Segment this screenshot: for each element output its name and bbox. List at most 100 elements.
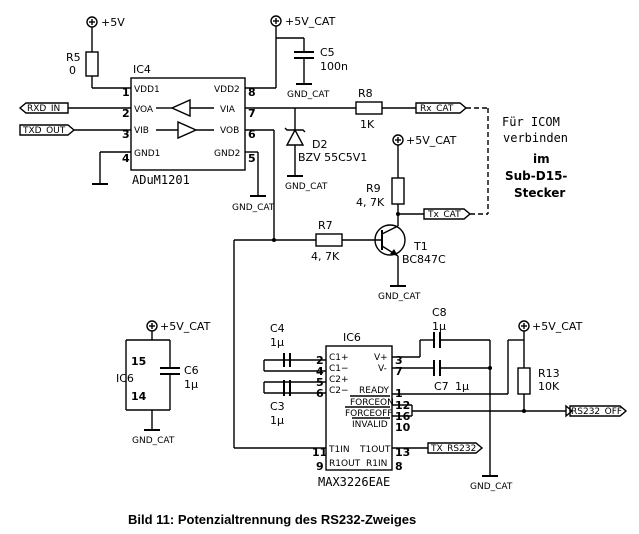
t1-ref: T1 <box>413 240 428 253</box>
ic4-ref: IC4 <box>133 63 151 76</box>
ic6-pin2-name: C1+ <box>329 353 349 363</box>
ic4-pin8-num: 8 <box>248 86 256 99</box>
c3-value: 1µ <box>270 414 284 427</box>
icom-note: Für ICOM verbinden im Sub-D15- Stecker <box>502 115 568 200</box>
t1-transistor-stage: +5V_CAT R9 4, 7K Tx_CAT GND_CAT T1 BC847… <box>274 134 472 302</box>
ic6-pin13-name: T1OUT <box>359 445 391 455</box>
ic4-pin4-name: GND1 <box>134 149 160 159</box>
rs232-off-label: RS232_OFF <box>571 407 622 417</box>
note-line1: Für ICOM <box>502 115 560 129</box>
ic6-pin3-name: V+ <box>374 353 388 363</box>
rs232-off-port <box>569 405 628 417</box>
ic4-pin8-name: VDD2 <box>214 85 240 95</box>
r7-value: 4, 7K <box>311 250 340 263</box>
vcc-cat-c6-label: +5V_CAT <box>160 320 211 333</box>
note-line5: Stecker <box>514 186 565 200</box>
rx-cat-label: Rx_CAT <box>420 104 454 114</box>
d2-ref: D2 <box>312 138 327 151</box>
ic4-pin7-num: 7 <box>248 107 256 120</box>
ic4-right-wiring: +5V_CAT GND_CAT C5 100n R8 1K Rx_CAT GND… <box>232 15 489 242</box>
ic4-pin1-name: VDD1 <box>134 85 160 95</box>
r7-resistor <box>315 233 343 247</box>
c4-ref: C4 <box>270 322 285 335</box>
r5-value: 0 <box>69 64 76 77</box>
ic4-body <box>130 77 246 171</box>
r13-ref: R13 <box>538 367 560 380</box>
ic4-pin7-name: VIA <box>220 105 236 115</box>
ic6-power-pin14: 14 <box>131 390 147 403</box>
ic6-pin10-num: 10 <box>395 421 411 434</box>
ic6-pin1-name: READY <box>359 386 390 396</box>
ic6-pin7-num: 7 <box>395 365 403 378</box>
ic4-isolator: IC4 ADuM1201 VDD1 VOA VIB GND1 VDD2 VIA … <box>122 63 256 187</box>
ic4-part: ADuM1201 <box>132 173 190 187</box>
ic6-pin6-name: C2− <box>329 386 349 396</box>
txd-out-label: TXD_OUT <box>22 126 66 136</box>
ic6-pin10-name: INVALID <box>352 420 388 430</box>
c5-value: 100n <box>320 60 348 73</box>
c8-value: 1µ <box>432 320 446 333</box>
d2-value: BZV 55C5V1 <box>298 151 367 164</box>
r9-ref: R9 <box>366 182 381 195</box>
ic6-transceiver: IC6 MAX3226EAE C1+ C1− C2+ C2− T1IN R1OU… <box>312 331 411 489</box>
r9-resistor <box>391 177 405 205</box>
ic4-pin4-num: 4 <box>122 152 130 165</box>
tx-cat-label: Tx_CAT <box>427 210 461 220</box>
ic6-pin11-name: T1IN <box>328 445 350 455</box>
r13-resistor <box>517 367 531 395</box>
ic4-pin2-name: VOA <box>134 105 154 115</box>
ic4-pin3-name: VIB <box>134 126 149 136</box>
ic4-pin3-num: 3 <box>122 128 130 141</box>
r5-resistor <box>85 51 99 77</box>
ic6-pin7-name: V- <box>378 364 387 374</box>
ic6-pin4-name: C1− <box>329 364 349 374</box>
c7-value: 1µ <box>455 380 469 393</box>
ic6-left-wiring: C4 1µ C3 1µ <box>233 239 326 449</box>
ic6-pin3-num: 3 <box>395 354 403 367</box>
r8-value: 1K <box>360 118 375 131</box>
ic4-pin6-num: 6 <box>248 128 256 141</box>
d2-gnd-label: GND_CAT <box>285 182 328 192</box>
note-line2: verbinden <box>503 131 568 145</box>
ic4-left-wiring: +5V R5 0 RXD_IN TXD_OUT <box>18 16 131 185</box>
ic6-pin8-name: R1IN <box>366 459 387 469</box>
vcc-5v-label: +5V <box>101 16 125 29</box>
tx-cat-port <box>423 208 472 220</box>
ic6-part: MAX3226EAE <box>318 475 390 489</box>
ic4-pin2-num: 2 <box>122 107 130 120</box>
note-line3: im <box>533 152 550 166</box>
ic4-pin5-num: 5 <box>248 152 256 165</box>
ic6-pin9-name: R1OUT <box>329 459 361 469</box>
ic4-pin6-name: VOB <box>220 126 239 136</box>
c7-ref: C7 <box>434 380 449 393</box>
ic6-pin5-name: C2+ <box>329 375 349 385</box>
ic6-pin13-num: 13 <box>395 446 410 459</box>
rxd-in-label: RXD_IN <box>27 104 60 114</box>
c6-ref: C6 <box>184 364 199 377</box>
gnd2-label: GND_CAT <box>232 203 275 213</box>
ic6-gnd-label: GND_CAT <box>470 482 513 492</box>
vcc-cat-t1-label: +5V_CAT <box>406 134 457 147</box>
tx-rs232-port <box>427 442 484 454</box>
c8-ref: C8 <box>432 306 447 319</box>
c4-value: 1µ <box>270 336 284 349</box>
ic6-right-wiring: C8 1µ C7 1µ GND_CAT +5V_CAT R13 10K RS23… <box>392 306 628 492</box>
tx-rs232-label: TX_RS232 <box>430 444 476 454</box>
txd-out-port <box>19 124 76 136</box>
ic6-power-decoupling: +5V_CAT GND_CAT 15 IC6 14 C6 1µ <box>116 320 211 446</box>
ic6-power-ref: IC6 <box>116 372 134 385</box>
vcc-cat-c5-symbol <box>270 15 282 27</box>
c5-gnd-label: GND_CAT <box>287 90 330 100</box>
c3-ref: C3 <box>270 400 285 413</box>
ic6-pin16-name: FORCEOFF <box>345 409 392 419</box>
ic6-pin9-num: 9 <box>316 460 324 473</box>
r13-value: 10K <box>538 380 560 393</box>
r7-ref: R7 <box>318 219 333 232</box>
note-line4: Sub-D15- <box>505 169 567 183</box>
vcc-cat-c5-label: +5V_CAT <box>285 15 336 28</box>
rx-cat-port <box>415 102 468 114</box>
c6-value: 1µ <box>184 378 198 391</box>
ic6-power-pin15: 15 <box>131 355 146 368</box>
ic4-pin1-num: 1 <box>122 86 130 99</box>
